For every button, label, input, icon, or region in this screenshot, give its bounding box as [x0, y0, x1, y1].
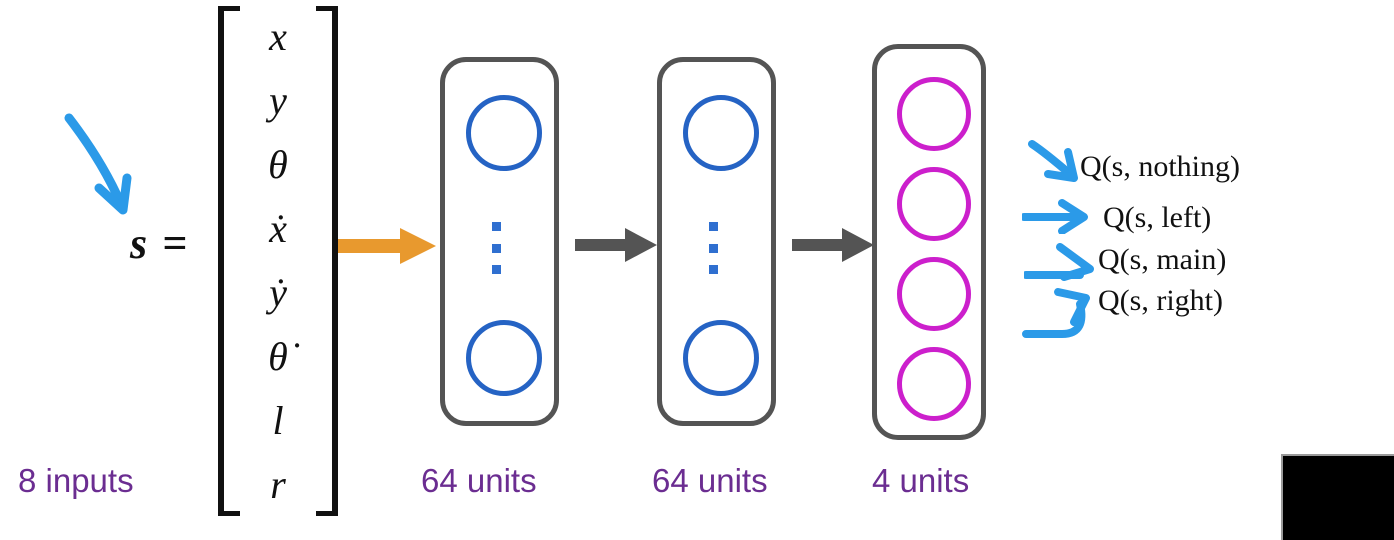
matrix-bracket-right [316, 6, 338, 516]
output-arrow-nothing-icon [1028, 140, 1078, 182]
matrix-entry-x: x [269, 14, 287, 59]
output-arrow-main-icon [1024, 243, 1094, 281]
hidden-layer-2-ellipsis-icon [707, 222, 719, 274]
output-label-nothing: Q(s, nothing) [1080, 150, 1240, 183]
hidden-layer-1-ellipsis-icon [490, 222, 502, 274]
matrix-entry-ydot: ẏ [269, 270, 287, 315]
hidden-layer-1-unit-top [466, 95, 542, 171]
output-label-main: Q(s, main) [1098, 243, 1227, 276]
matrix-entry-r: r [270, 462, 286, 507]
matrix-entries: x y θ ẋ ẏ θ̇ l r [240, 6, 316, 516]
output-arrow-right-icon [1022, 288, 1090, 338]
matrix-entry-theta: θ [268, 142, 288, 187]
hidden-layer-1-box [440, 57, 559, 426]
output-label-left: Q(s, left) [1103, 201, 1212, 234]
matrix-entry-thetadot: θ̇ [268, 334, 288, 379]
hidden-layer-1-unit-bottom [466, 320, 542, 396]
input-to-layer1-arrow-icon [338, 228, 436, 264]
output-label-right: Q(s, right) [1098, 284, 1223, 317]
output-layer-unit-2 [897, 167, 971, 241]
input-annotation-arrow-icon [64, 113, 132, 215]
matrix-entry-y: y [269, 78, 287, 123]
hidden-layer-2-box [657, 57, 776, 426]
state-vector-group: s = x y θ ẋ ẏ θ̇ l r [130, 0, 350, 540]
output-layer-unit-4 [897, 347, 971, 421]
matrix-bracket-left [218, 6, 240, 516]
matrix-entry-l: l [272, 398, 284, 443]
output-layer-unit-3 [897, 257, 971, 331]
output-layer-box [872, 44, 986, 440]
state-symbol: s = [130, 219, 190, 268]
hidden-layer-2-caption: 64 units [652, 462, 768, 499]
hidden-layer-1-caption: 64 units [421, 462, 537, 499]
output-arrow-left-icon [1022, 199, 1088, 234]
output-layer-unit-1 [897, 77, 971, 151]
output-layer-caption: 4 units [872, 462, 970, 499]
hidden-layer-2-unit-bottom [683, 320, 759, 396]
matrix-entry-xdot: ẋ [269, 206, 287, 251]
layer1-to-layer2-arrow-icon [575, 228, 657, 262]
hidden-layer-2-unit-top [683, 95, 759, 171]
black-overlay-panel [1281, 454, 1394, 540]
input-caption: 8 inputs [18, 462, 134, 499]
layer2-to-output-arrow-icon [792, 228, 874, 262]
state-vector-matrix: x y θ ẋ ẏ θ̇ l r [218, 6, 338, 516]
